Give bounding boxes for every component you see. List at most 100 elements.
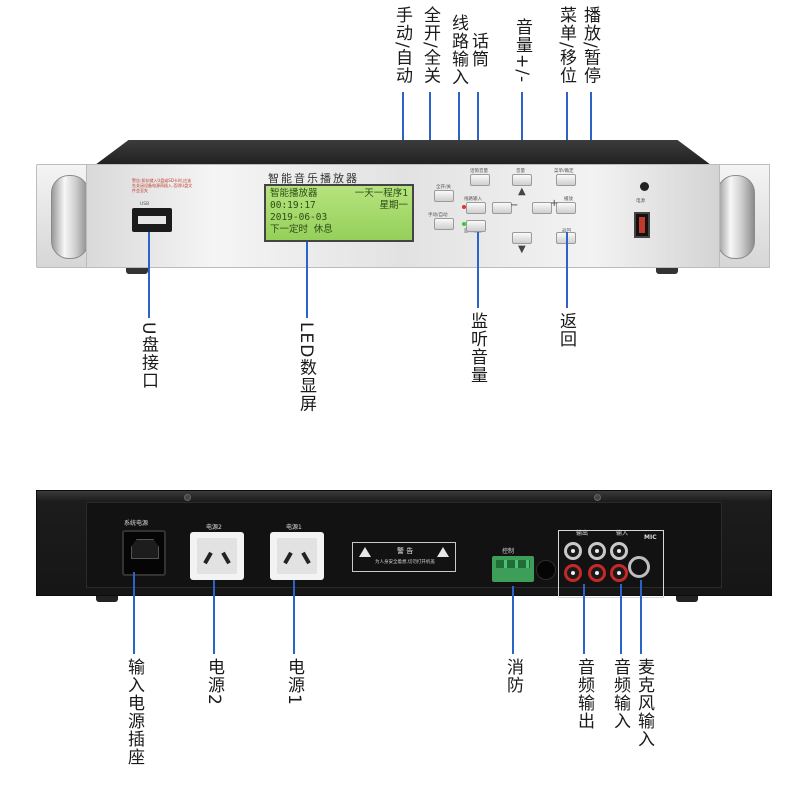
rca-output-right-red[interactable] bbox=[588, 564, 606, 582]
left-handle bbox=[51, 175, 89, 259]
usb-port[interactable] bbox=[132, 208, 172, 232]
callout-play-pause: 播放/暂停 bbox=[580, 6, 600, 85]
rca-input-white[interactable] bbox=[610, 542, 628, 560]
up-arrow-icon: ▲ bbox=[518, 186, 526, 197]
btn-label-play: 播放 bbox=[564, 197, 573, 202]
btn-label-mic-volume: 话筒音量 bbox=[470, 169, 488, 174]
warning-title: 警 告 bbox=[397, 547, 414, 555]
callout-lcd: LED数显屏 bbox=[296, 322, 316, 413]
outlet-slot bbox=[203, 551, 213, 565]
power-switch[interactable] bbox=[634, 212, 650, 238]
callout-power1: 电源1 bbox=[284, 658, 304, 706]
front-foot bbox=[656, 268, 678, 274]
callout-fire: 消防 bbox=[503, 658, 523, 694]
rca-output-left[interactable] bbox=[564, 542, 582, 560]
callout-audio-in: 音频输入 bbox=[610, 658, 630, 730]
callout-mic-in: 麦克风输入 bbox=[634, 658, 654, 748]
callout-menu-move: 菜单/移位 bbox=[556, 6, 576, 85]
volume-down-button[interactable] bbox=[512, 232, 532, 244]
safety-warning-box: 警 告 为人身安全着想,切勿打开机盖 bbox=[352, 542, 456, 572]
callout-audio-out: 音频输出 bbox=[574, 658, 594, 730]
usb-warning-text: 警告:如存储入U盘或SD卡时,应该先关闭设备电源再插入.否则U盘文件会丢失 bbox=[132, 178, 193, 193]
system-power-label: 系统电源 bbox=[124, 520, 149, 527]
callout-return: 返回 bbox=[556, 312, 576, 348]
callout-mic: 话筒 bbox=[468, 32, 488, 68]
lcd-line1-right: 一天一程序1 bbox=[354, 188, 408, 199]
warning-icon bbox=[359, 547, 371, 557]
volume-minus-button[interactable] bbox=[492, 202, 512, 214]
outlet-slot bbox=[301, 551, 311, 565]
callout-line-input: 线路输入 bbox=[448, 14, 468, 86]
audio-io-box bbox=[558, 530, 664, 598]
lcd-line2-left: 00:19:17 bbox=[270, 200, 316, 211]
front-foot bbox=[126, 268, 148, 274]
rear-screw bbox=[184, 494, 191, 501]
callout-line bbox=[148, 232, 150, 318]
callout-line bbox=[566, 232, 568, 308]
mic-label: MIC bbox=[644, 534, 657, 541]
power-indicator bbox=[640, 182, 649, 191]
btn-label-line-input: 线路输入 bbox=[464, 197, 482, 202]
volume-up-button[interactable] bbox=[512, 174, 532, 186]
outlet-slot bbox=[221, 551, 231, 565]
callout-line bbox=[306, 242, 308, 318]
minus-symbol: − bbox=[510, 200, 519, 211]
iec-power-socket[interactable] bbox=[122, 530, 166, 576]
manual-auto-button[interactable] bbox=[434, 218, 454, 230]
power-outlet-1[interactable] bbox=[270, 532, 324, 580]
fire-control-terminal[interactable] bbox=[492, 556, 534, 582]
menu-button[interactable] bbox=[556, 174, 576, 186]
status-led-green bbox=[462, 222, 466, 226]
btn-label-return: 返回 bbox=[562, 228, 571, 234]
plus-symbol: + bbox=[550, 198, 559, 209]
power1-label: 电源1 bbox=[286, 524, 302, 531]
btn-label-power: 电源 bbox=[636, 199, 645, 204]
btn-label-all-on: 全开/关 bbox=[436, 185, 452, 190]
callout-line bbox=[213, 580, 215, 654]
front-panel: 智能音乐播放器 警告:如存储入U盘或SD卡时,应该先关闭设备电源再插入.否则U盘… bbox=[36, 140, 770, 274]
lcd-line4: 下一定时 休息 bbox=[270, 224, 333, 235]
callout-line bbox=[521, 92, 523, 184]
rca-output-right[interactable] bbox=[588, 542, 606, 560]
down-arrow-icon: ▼ bbox=[518, 244, 526, 255]
lcd-line3: 2019-06-03 bbox=[270, 212, 328, 223]
btn-label-menu: 菜单/确定 bbox=[554, 169, 574, 174]
rear-screw bbox=[594, 494, 601, 501]
right-handle bbox=[717, 175, 755, 259]
usb-port-label: USB bbox=[140, 202, 150, 207]
input-label: 输入 bbox=[616, 530, 629, 537]
control-label: 控制 bbox=[502, 548, 515, 555]
callout-volume: 音量+/- bbox=[512, 18, 532, 84]
blank-port bbox=[536, 560, 556, 580]
line-input-button[interactable] bbox=[466, 202, 486, 214]
callout-line bbox=[640, 580, 642, 654]
mic-volume-button[interactable] bbox=[470, 174, 490, 186]
volume-plus-button[interactable] bbox=[532, 202, 552, 214]
power2-label: 电源2 bbox=[206, 524, 222, 531]
rear-panel: 系统电源 电源2 电源1 警 告 为人身安全着想,切勿打开机盖 控制 输出 输入… bbox=[36, 490, 772, 602]
btn-label-volume: 音量 bbox=[516, 169, 525, 174]
callout-power2: 电源2 bbox=[204, 658, 224, 706]
callout-manual-auto: 手动/自动 bbox=[392, 6, 412, 85]
callout-line bbox=[583, 584, 585, 654]
rca-input-red[interactable] bbox=[610, 564, 628, 582]
rca-output-left-red[interactable] bbox=[564, 564, 582, 582]
monitor-volume-button[interactable] bbox=[466, 220, 486, 232]
callout-line bbox=[620, 584, 622, 654]
power-outlet-2[interactable] bbox=[190, 532, 244, 580]
callout-line bbox=[477, 232, 479, 308]
callout-usb: U盘接口 bbox=[138, 322, 158, 390]
lcd-line2-right: 星期一 bbox=[379, 200, 408, 211]
front-top-cover bbox=[91, 140, 715, 168]
warning-body: 为人身安全着想,切勿打开机盖 bbox=[375, 560, 435, 565]
all-on-off-button[interactable] bbox=[434, 190, 454, 202]
outlet-slot bbox=[283, 551, 293, 565]
mic-jack[interactable] bbox=[628, 556, 650, 578]
callout-line bbox=[293, 580, 295, 654]
status-led-red bbox=[462, 205, 466, 209]
callout-all-on-off: 全开/全关 bbox=[420, 6, 440, 85]
play-pause-button[interactable] bbox=[556, 202, 576, 214]
callout-line bbox=[512, 586, 514, 654]
rear-foot bbox=[96, 596, 118, 602]
